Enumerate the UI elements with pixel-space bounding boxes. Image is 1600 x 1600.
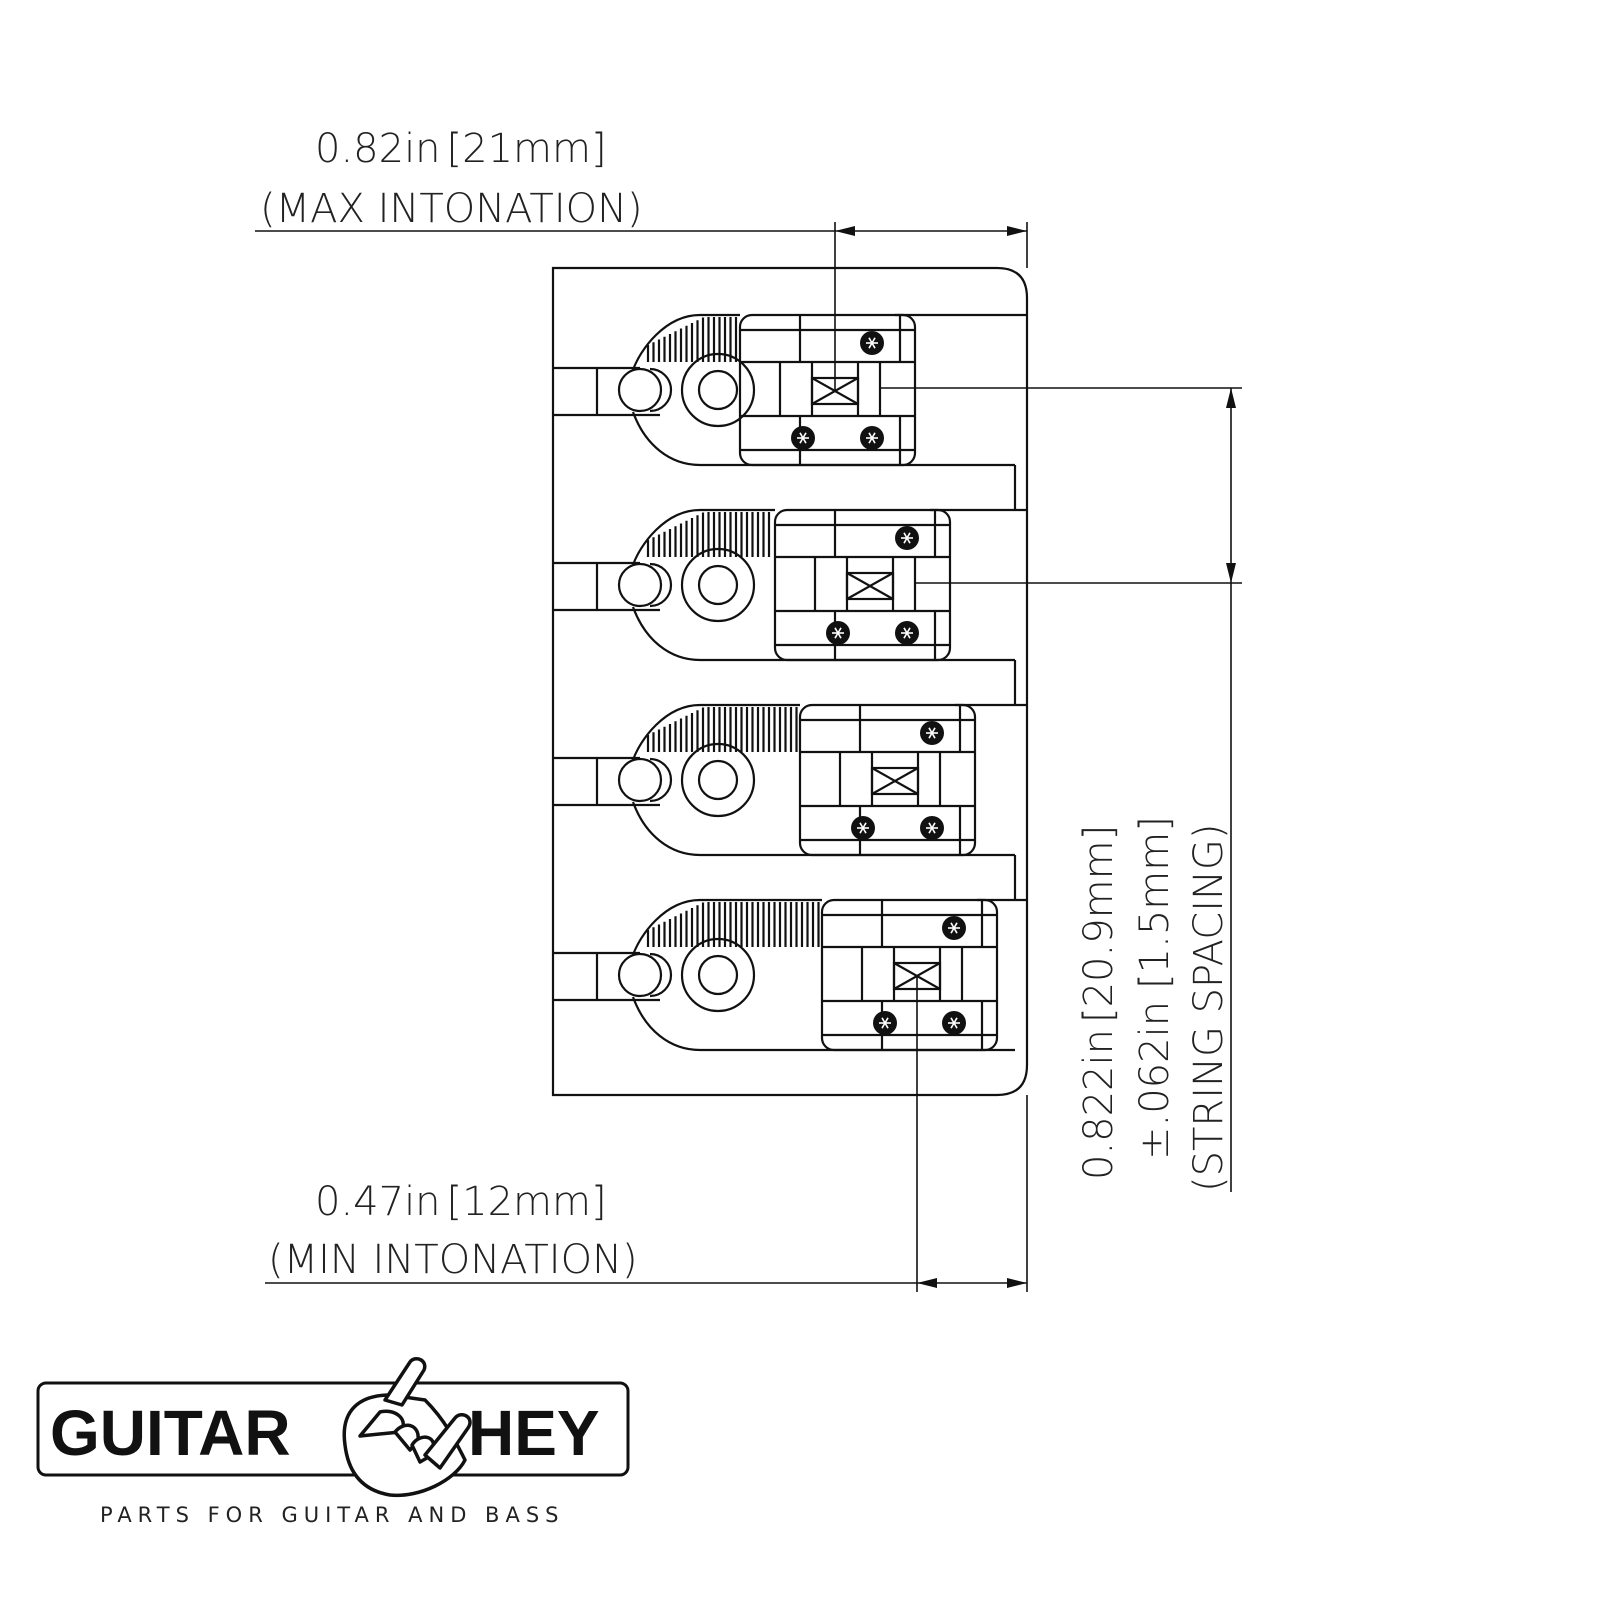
screw-icon — [895, 526, 919, 550]
saddle — [553, 660, 1027, 857]
max-intonation-dimension: 0.82in[21mm] (MAX INTONATION) — [255, 126, 1028, 390]
max-intonation-label: (MAX INTONATION) — [260, 186, 643, 232]
svg-text:HEY: HEY — [468, 1397, 600, 1469]
rock-hand-icon — [342, 1357, 472, 1498]
string-spacing-dimension: 0.822in[20.9mm] ±.062in[1.5mm] (STRING S… — [880, 387, 1242, 1192]
guitarhey-logo: GUITAR HEY PARTS FOR GUITAR AND BASS — [36, 1357, 630, 1527]
svg-text:0.822in[20.9mm]: 0.822in[20.9mm] — [1076, 825, 1122, 1180]
screw-icon — [873, 1011, 897, 1035]
logo-tagline: PARTS FOR GUITAR AND BASS — [100, 1503, 564, 1527]
string-spacing-label: (STRING SPACING) — [1186, 823, 1232, 1192]
screw-icon — [851, 816, 875, 840]
saddle — [553, 465, 1027, 662]
screw-icon — [895, 621, 919, 645]
min-intonation-label: (MIN INTONATION) — [268, 1237, 638, 1283]
screw-icon — [826, 621, 850, 645]
min-intonation-dimension: 0.47in[12mm] (MIN INTONATION) — [265, 975, 1028, 1292]
screw-icon — [860, 426, 884, 450]
svg-text:0.82in[21mm]: 0.82in[21mm] — [315, 126, 607, 172]
screw-icon — [860, 331, 884, 355]
saddles — [553, 313, 1027, 1052]
screw-icon — [942, 916, 966, 940]
base-plate — [551, 266, 1029, 1097]
saddle — [553, 313, 1027, 467]
screw-icon — [791, 426, 815, 450]
svg-text:GUITAR: GUITAR — [50, 1397, 291, 1469]
screw-icon — [942, 1011, 966, 1035]
svg-text:±.062in[1.5mm]: ±.062in[1.5mm] — [1132, 816, 1178, 1160]
svg-text:0.47in[12mm]: 0.47in[12mm] — [315, 1179, 607, 1225]
saddle — [553, 855, 1027, 1052]
screw-icon — [920, 816, 944, 840]
screw-icon — [920, 721, 944, 745]
